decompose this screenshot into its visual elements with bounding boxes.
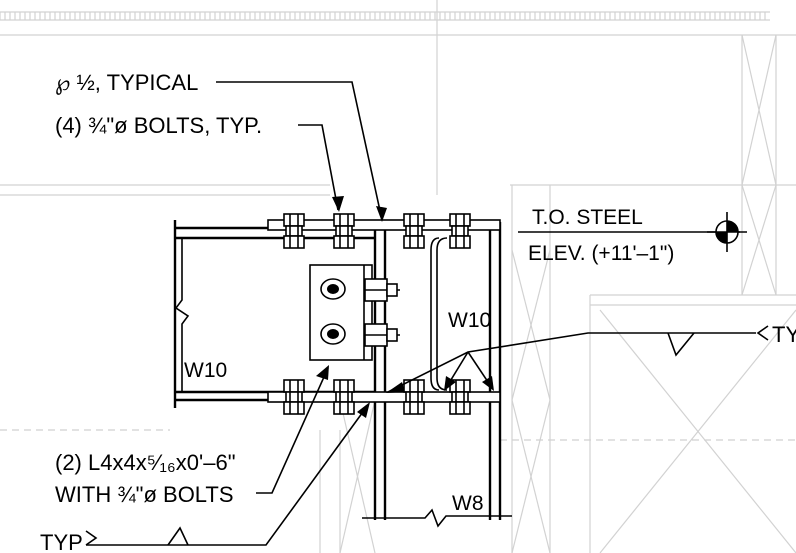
beam-label: W10 (184, 359, 227, 382)
column (362, 222, 512, 528)
plate-bolt (283, 379, 305, 415)
plate-bolt (403, 213, 425, 249)
side-bolt-1 (364, 278, 400, 302)
plates (267, 219, 501, 403)
leaders (85, 81, 769, 546)
clip-angle (309, 264, 400, 361)
plate-bolt (449, 379, 471, 415)
side-bolt-2 (364, 323, 400, 347)
elevation-marker (518, 212, 747, 252)
angles-note-line2: WITH ¾"ø BOLTS (55, 482, 234, 507)
typ-left-label: TYP (40, 530, 83, 553)
column-label: W10 (448, 309, 491, 332)
plate-note: ℘ ½, TYPICAL (55, 70, 198, 95)
tail-left (85, 530, 98, 546)
bolt-group (283, 213, 471, 415)
beam-bottom-label: W8 (452, 492, 484, 515)
angle-bolt-1 (320, 278, 346, 300)
plate-bolt (449, 213, 471, 249)
plate-bolt (283, 213, 305, 249)
column-break (362, 508, 512, 528)
plate-bolt (403, 379, 425, 415)
elevation-label-line1: T.O. STEEL (532, 206, 643, 229)
plate-bolt (333, 379, 355, 415)
break-line (174, 238, 190, 392)
tail-right (756, 325, 769, 341)
typ-right-label: TY (772, 322, 796, 347)
plate-bolt (333, 213, 355, 249)
angle-bolt-2 (320, 323, 346, 345)
bolts-note: (4) ¾"ø BOLTS, TYP. (55, 113, 262, 138)
angles-note-line1: (2) L4x4x⁵⁄₁₆x0'–6" (55, 450, 236, 475)
elevation-label-line2: ELEV. (+11'–1") (528, 242, 674, 265)
